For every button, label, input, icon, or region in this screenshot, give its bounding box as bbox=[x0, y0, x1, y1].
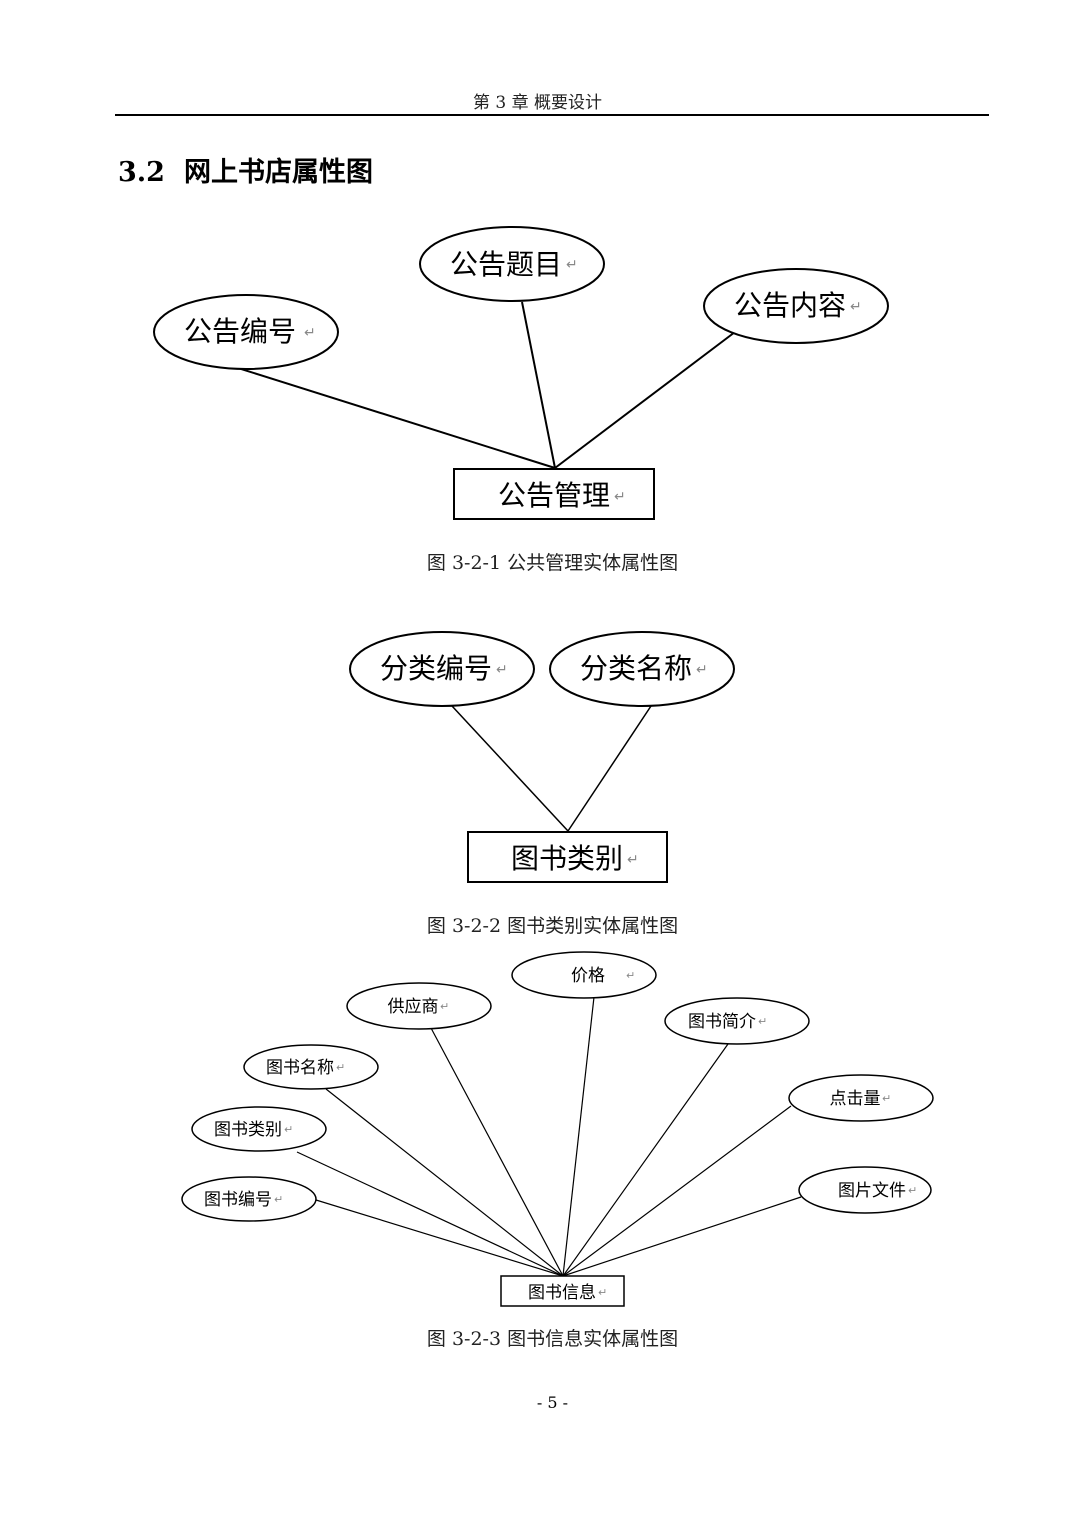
connector-line bbox=[325, 1088, 564, 1277]
attribute-ellipse: 公告内容 ↵ bbox=[703, 268, 889, 344]
connector-line bbox=[562, 1043, 729, 1277]
attribute-label: 公告内容 bbox=[734, 289, 846, 322]
attribute-label: 分类编号 bbox=[380, 652, 492, 685]
return-mark-icon: ↵ bbox=[696, 662, 708, 678]
entity-label: 公告管理 bbox=[498, 479, 610, 512]
return-mark-icon: ↵ bbox=[882, 1092, 891, 1105]
connector-line bbox=[567, 705, 652, 832]
connector-line bbox=[451, 705, 569, 832]
figure-2-diagram: 分类编号 ↵ 分类名称 ↵ 图书类别 ↵ bbox=[349, 631, 735, 883]
figure-caption: 图 3-2-2 图书类别实体属性图 bbox=[426, 915, 679, 937]
attribute-ellipse: 图书编号 ↵ bbox=[181, 1176, 317, 1222]
attribute-label: 公告编号 bbox=[184, 315, 296, 348]
attribute-ellipse: 分类编号 ↵ bbox=[349, 631, 535, 707]
attribute-label: 图书简介 bbox=[688, 1012, 756, 1032]
running-header: 第 3 章 概要设计 bbox=[472, 93, 603, 113]
section-number: 3.2 bbox=[118, 157, 165, 188]
attribute-label: 图书名称 bbox=[266, 1058, 334, 1078]
entity-box: 公告管理 ↵ bbox=[453, 468, 655, 520]
return-mark-icon: ↵ bbox=[850, 299, 862, 315]
return-mark-icon: ↵ bbox=[566, 257, 578, 273]
page-number: - 5 - bbox=[536, 1393, 569, 1412]
attribute-ellipse: 图片文件 ↵ bbox=[798, 1166, 932, 1214]
connector-line bbox=[562, 1196, 802, 1277]
return-mark-icon: ↵ bbox=[304, 325, 316, 341]
return-mark-icon: ↵ bbox=[627, 852, 639, 868]
attribute-ellipse: 供应商 ↵ bbox=[346, 982, 492, 1030]
return-mark-icon: ↵ bbox=[336, 1061, 345, 1074]
return-mark-icon: ↵ bbox=[626, 969, 635, 982]
return-mark-icon: ↵ bbox=[614, 489, 626, 505]
attribute-ellipse: 图书类别 ↵ bbox=[191, 1106, 327, 1152]
header-rule bbox=[115, 114, 989, 116]
connector-line bbox=[430, 1027, 564, 1277]
attribute-label: 图片文件 bbox=[838, 1181, 906, 1201]
attribute-ellipse: 图书简介 ↵ bbox=[664, 997, 810, 1045]
figure-1-diagram: 公告编号 ↵ 公告题目 ↵ 公告内容 ↵ 公告管理 ↵ bbox=[153, 226, 889, 520]
return-mark-icon: ↵ bbox=[284, 1123, 293, 1136]
connector-line bbox=[554, 331, 736, 469]
return-mark-icon: ↵ bbox=[496, 662, 508, 678]
attribute-label: 供应商 bbox=[388, 997, 439, 1017]
entity-label: 图书信息 bbox=[528, 1283, 596, 1303]
section-title: 网上书店属性图 bbox=[184, 157, 373, 188]
connector-line bbox=[562, 1105, 792, 1277]
attribute-ellipse: 价格 ↵ bbox=[511, 951, 657, 999]
attribute-ellipse: 图书名称 ↵ bbox=[243, 1044, 379, 1090]
attribute-label: 图书编号 bbox=[204, 1190, 272, 1210]
attribute-label: 点击量 bbox=[830, 1089, 881, 1109]
attribute-label: 分类名称 bbox=[580, 652, 692, 685]
figure-caption: 图 3-2-3 图书信息实体属性图 bbox=[426, 1328, 679, 1350]
connector-line bbox=[521, 301, 556, 469]
connector-line bbox=[315, 1199, 564, 1277]
attribute-ellipse: 分类名称 ↵ bbox=[549, 631, 735, 707]
figure-3-diagram: 价格 ↵ 供应商 ↵ 图书简介 ↵ 图书名称 ↵ 点击量 ↵ 图书类别 ↵ 图片… bbox=[181, 951, 934, 1307]
entity-label: 图书类别 bbox=[511, 842, 623, 875]
connector-line bbox=[296, 1151, 564, 1277]
return-mark-icon: ↵ bbox=[274, 1193, 283, 1206]
connector-line bbox=[237, 367, 556, 469]
return-mark-icon: ↵ bbox=[440, 1000, 449, 1013]
attribute-label: 图书类别 bbox=[214, 1120, 282, 1140]
attribute-ellipse: 公告编号 ↵ bbox=[153, 294, 339, 370]
return-mark-icon: ↵ bbox=[598, 1286, 607, 1299]
attribute-ellipse: 公告题目 ↵ bbox=[419, 226, 605, 302]
connector-line bbox=[562, 996, 595, 1277]
section-heading: 3.2 网上书店属性图 bbox=[118, 150, 373, 189]
entity-box: 图书信息 ↵ bbox=[500, 1275, 625, 1307]
return-mark-icon: ↵ bbox=[908, 1184, 917, 1197]
entity-box: 图书类别 ↵ bbox=[467, 831, 668, 883]
attribute-label: 公告题目 bbox=[450, 248, 562, 281]
figure-caption: 图 3-2-1 公共管理实体属性图 bbox=[426, 552, 679, 574]
attribute-ellipse: 点击量 ↵ bbox=[788, 1074, 934, 1122]
return-mark-icon: ↵ bbox=[758, 1015, 767, 1028]
attribute-label: 价格 bbox=[571, 966, 605, 986]
